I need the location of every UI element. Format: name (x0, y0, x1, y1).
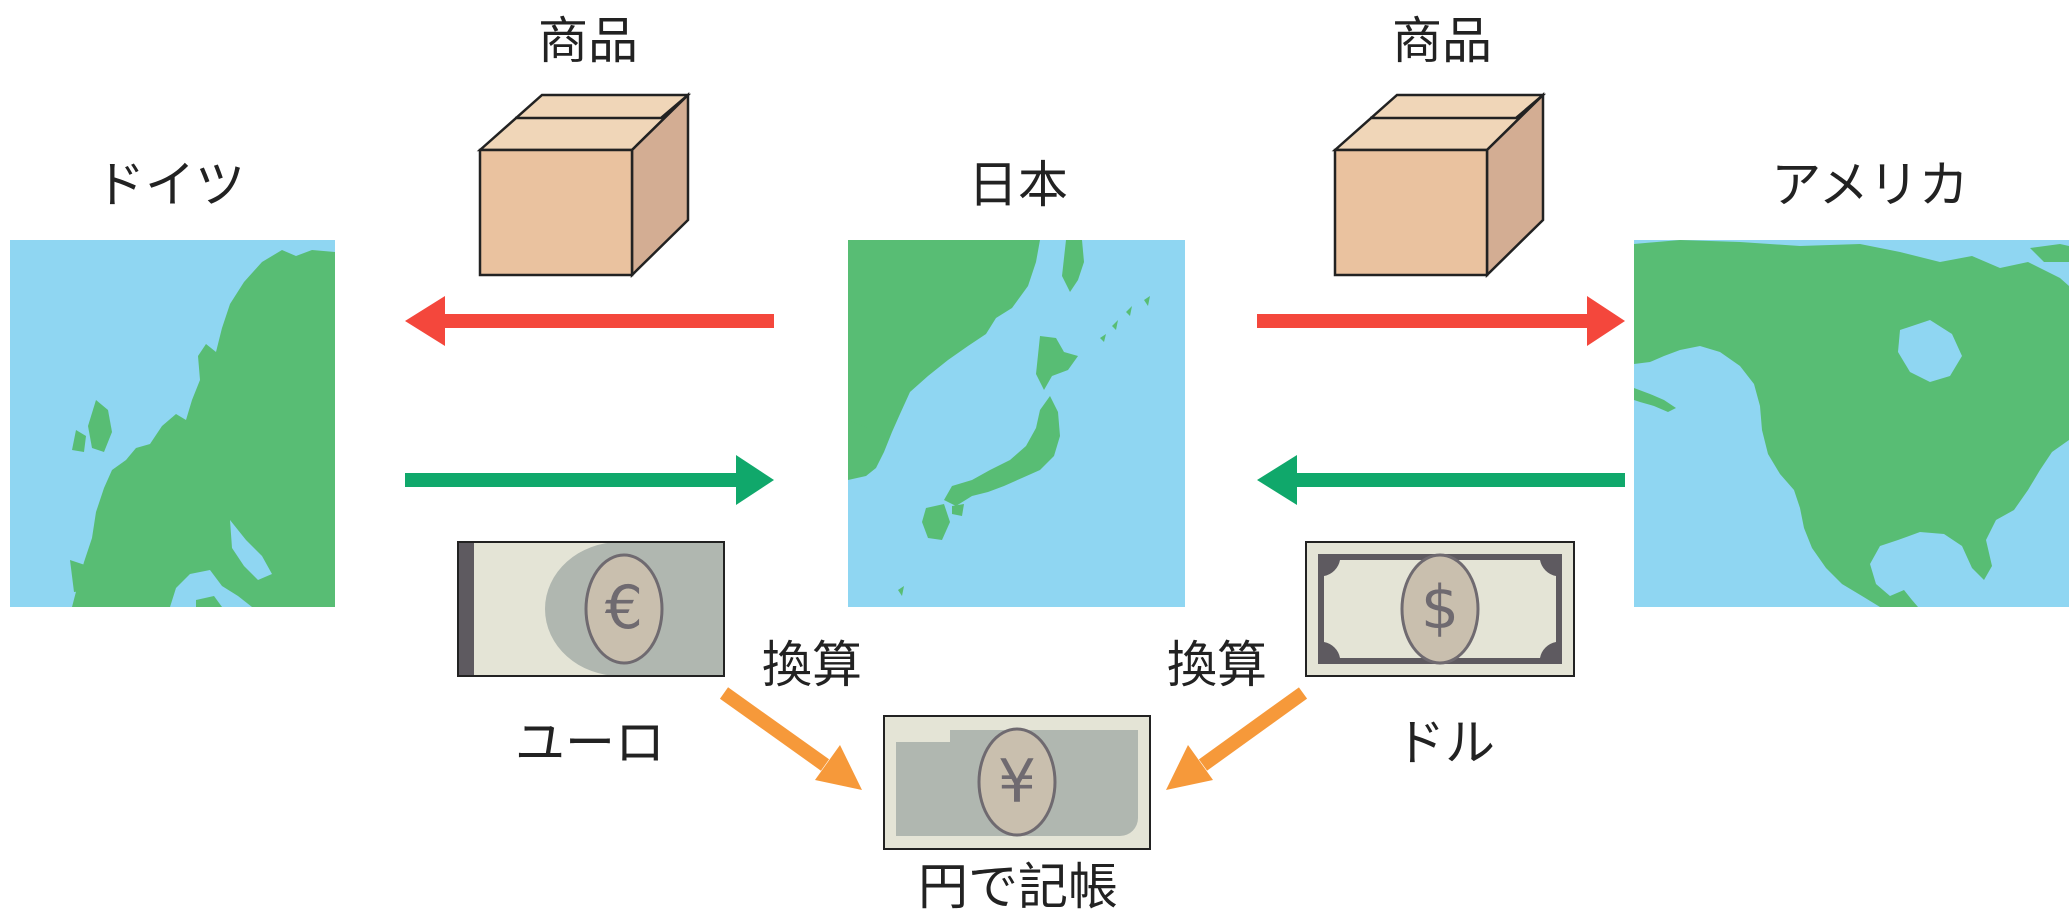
label-germany: ドイツ (95, 156, 245, 214)
cardboard-box-icon (476, 92, 692, 278)
euro-bill-icon (457, 541, 725, 677)
label-euro: ユーロ (515, 714, 665, 772)
label-yen-booking: 円で記帳 (918, 858, 1118, 916)
label-goods-left: 商品 (538, 12, 638, 70)
label-america: アメリカ (1771, 156, 1969, 214)
convert-arrow-euro-to-yen (719, 687, 862, 790)
convert-arrow-dollar-to-yen (1166, 687, 1308, 790)
yen-symbol: ¥ (997, 747, 1037, 817)
money-arrow-from-america (1257, 455, 1625, 505)
money-arrow-from-germany (405, 455, 774, 505)
label-convert-left: 換算 (762, 636, 862, 694)
cardboard-box-icon (1331, 92, 1547, 278)
goods-arrow-to-america (1257, 296, 1625, 346)
euro-symbol: € (604, 573, 644, 643)
dollar-symbol: $ (1420, 573, 1460, 643)
america-map-icon (1634, 240, 2069, 607)
dollar-bill-icon (1305, 541, 1575, 677)
yen-bill-icon (883, 715, 1151, 850)
japan-map-icon (848, 240, 1185, 607)
label-goods-right: 商品 (1392, 12, 1492, 70)
label-convert-right: 換算 (1167, 636, 1267, 694)
germany-map-icon (10, 240, 335, 607)
label-japan: 日本 (968, 156, 1068, 214)
label-dollar: ドル (1395, 714, 1495, 772)
goods-arrow-to-germany (405, 296, 774, 346)
